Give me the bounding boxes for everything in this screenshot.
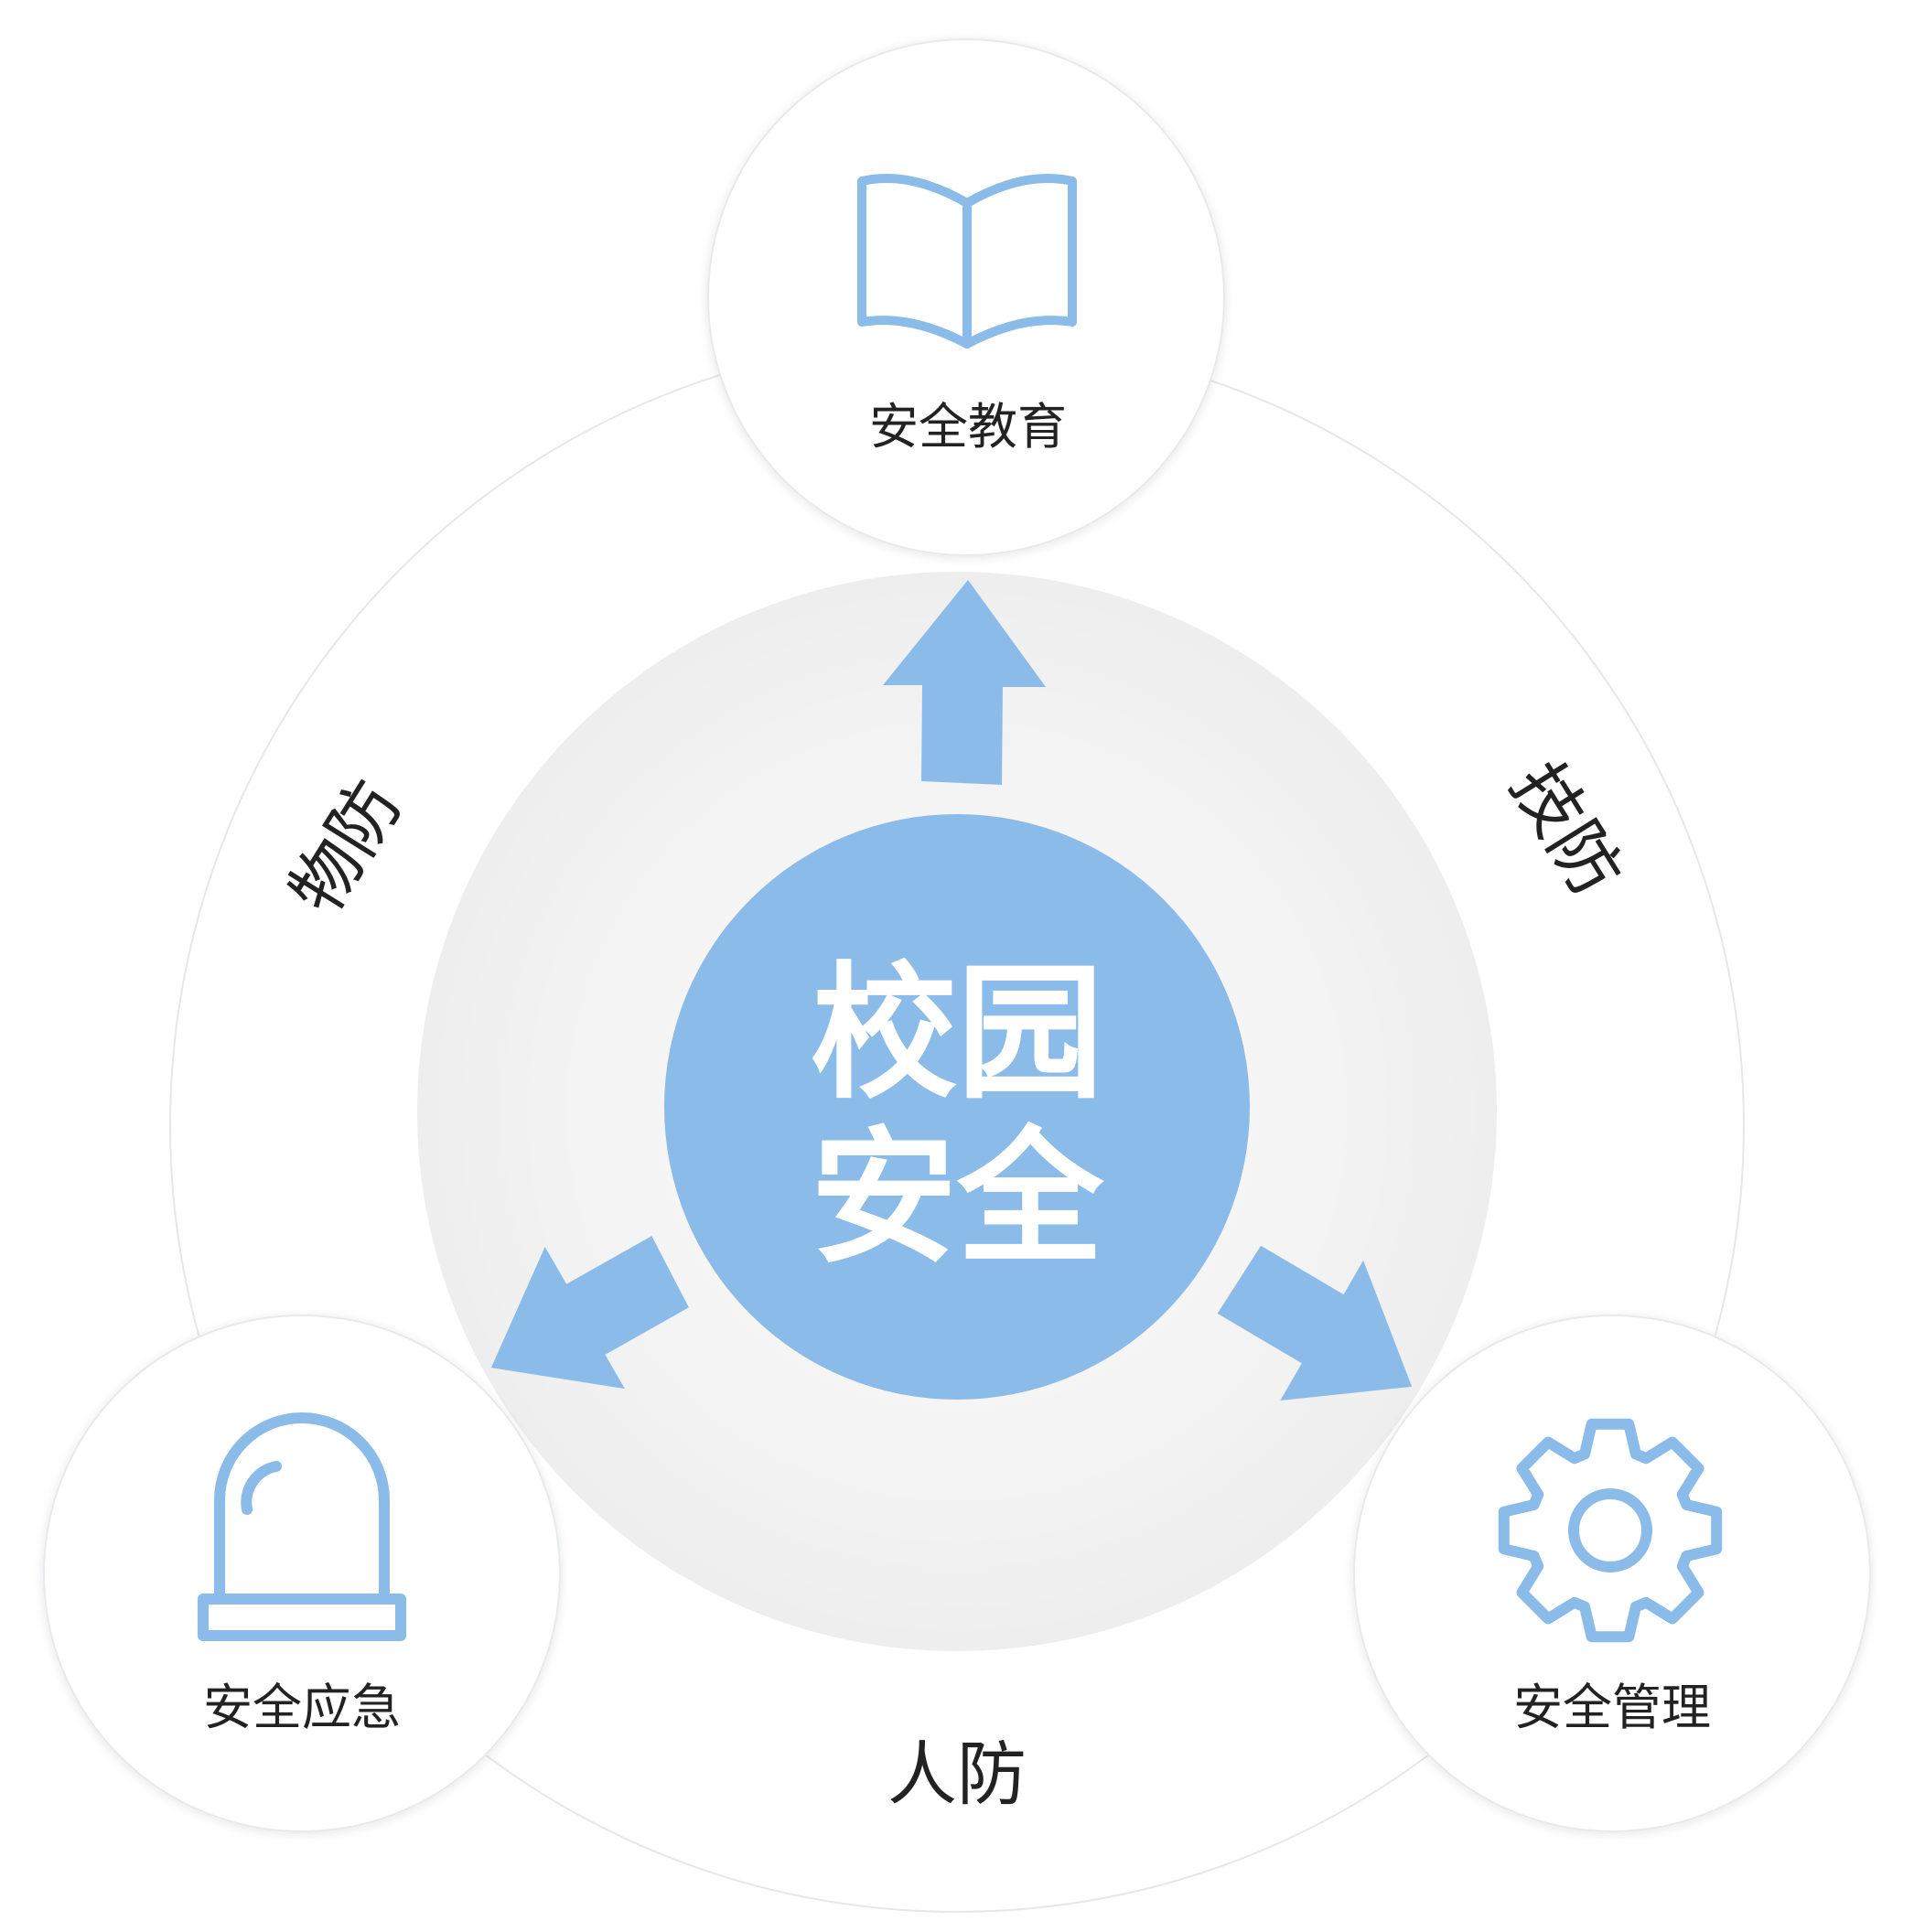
node-bottom-right[interactable]: 安全管理: [1353, 1315, 1871, 1832]
node-bottom-left[interactable]: 安全应急: [43, 1315, 561, 1832]
book-icon: [857, 174, 1077, 349]
arrow-up: [883, 580, 1046, 785]
gear-icon: [1498, 1418, 1723, 1643]
node-bottom-left-label: 安全应急: [203, 1679, 401, 1736]
node-top-label: 安全教育: [869, 398, 1067, 456]
node-top[interactable]: 安全教育: [707, 38, 1225, 556]
node-bottom-left-circle: [43, 1315, 561, 1832]
ring-label-bottom: 人防: [887, 1733, 1027, 1815]
center-circle: [664, 814, 1250, 1400]
arrow-lower-right: [1217, 1245, 1413, 1401]
center-title-line2: 安全: [811, 1112, 1104, 1283]
node-bottom-right-circle: [1353, 1315, 1871, 1832]
node-bottom-right-label: 安全管理: [1513, 1679, 1711, 1736]
center-title-line1: 校园: [811, 948, 1103, 1119]
arrows: [490, 580, 1413, 1401]
arrow-lower-left: [490, 1236, 689, 1390]
alarm-light-icon: [198, 1412, 406, 1641]
